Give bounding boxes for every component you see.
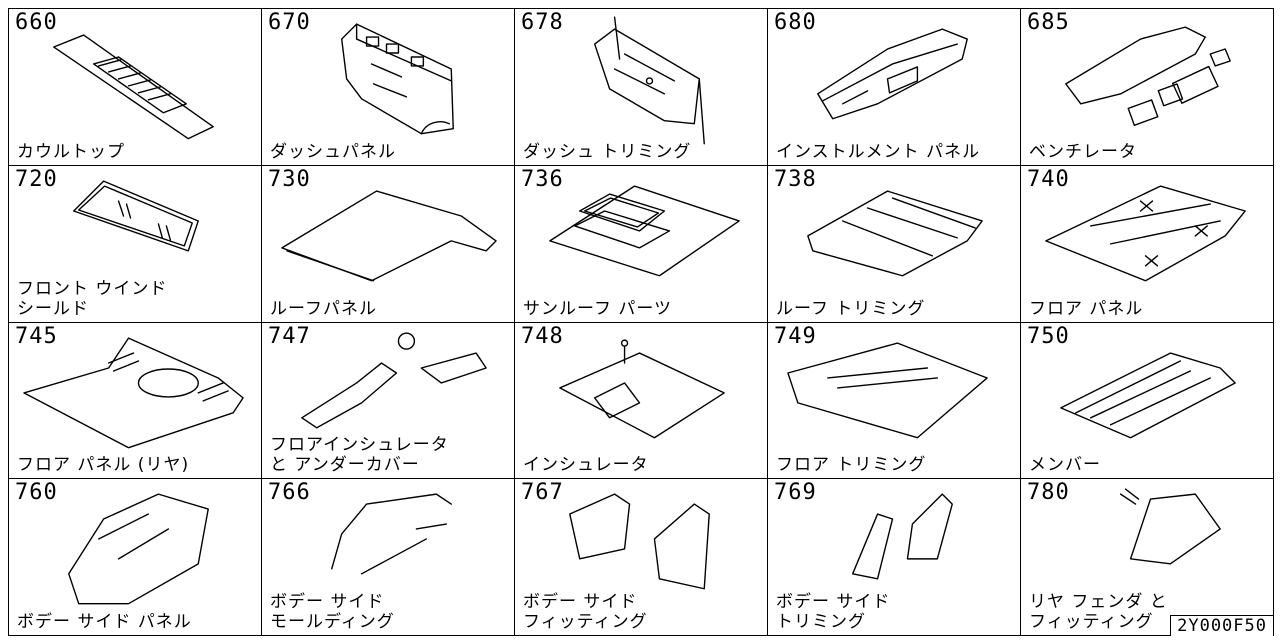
floor-trimming-illustration [787, 341, 988, 438]
part-number: 766 [268, 480, 311, 506]
instrument-panel-illustration [817, 28, 968, 120]
body-side-trimming-illustration [851, 493, 953, 580]
part-number: 780 [1027, 480, 1070, 506]
roof-panel-illustration [281, 190, 497, 282]
part-number: 720 [15, 166, 58, 192]
part-cell-748[interactable]: 748 インシュレータ [515, 322, 768, 480]
part-number: 670 [268, 10, 311, 35]
part-cell-760[interactable]: 760 ボデー サイド パネル [9, 479, 262, 636]
part-number: 678 [521, 10, 564, 35]
part-number: 748 [521, 323, 564, 349]
part-number: 747 [268, 323, 311, 349]
part-number: 749 [774, 323, 817, 349]
body-side-molding-illustration [331, 493, 452, 575]
part-label: インストルメント パネル [776, 141, 981, 162]
floor-panel-illustration [1045, 185, 1246, 282]
part-number: 730 [268, 166, 311, 192]
body-side-panel-illustration [68, 493, 209, 605]
part-label: ボデー サイド パネル [17, 612, 192, 632]
part-number: 660 [15, 10, 58, 35]
part-label: カウルトップ [17, 141, 125, 162]
rear-fender-illustration [1119, 488, 1221, 565]
part-cell-670[interactable]: 670 ダッシュパネル [262, 9, 515, 166]
part-label: ルーフパネル [270, 298, 377, 319]
diagram-code: 2Y000F50 [1170, 615, 1274, 636]
part-cell-780[interactable]: 780 リヤ フェンダ と フィッティング [1021, 479, 1274, 636]
part-number: 685 [1027, 10, 1070, 35]
body-side-fitting-illustration [569, 493, 710, 590]
part-label: インシュレータ [523, 455, 649, 476]
part-number: 745 [15, 323, 58, 349]
dash-panel-illustration [340, 23, 454, 135]
part-label: フロア トリミング [776, 455, 927, 476]
dash-trimming-illustration [593, 16, 705, 145]
ventilator-illustration [1065, 26, 1231, 126]
part-cell-730[interactable]: 730 ルーフパネル [262, 165, 515, 323]
rear-floor-panel-illustration [23, 336, 244, 448]
part-cell-720[interactable]: 720 フロント ウインド シールド [9, 165, 262, 323]
part-number: 736 [521, 166, 564, 192]
part-label: フロア パネル [1029, 298, 1144, 319]
member-illustration [1060, 351, 1236, 438]
part-label: ダッシュパネル [270, 141, 396, 162]
part-label: ベンチレータ [1029, 141, 1137, 162]
part-label: ボデー サイド トリミング [776, 592, 891, 632]
part-number: 750 [1027, 323, 1070, 349]
part-cell-740[interactable]: 740 フロア パネル [1021, 165, 1274, 323]
windshield-illustration [73, 180, 199, 252]
part-cell-738[interactable]: 738 ルーフ トリミング [768, 165, 1021, 323]
part-label: フロア パネル (リヤ) [17, 455, 190, 476]
part-cell-685[interactable]: 685 ベンチレータ [1021, 9, 1274, 166]
cowl-top-illustration [53, 34, 214, 140]
part-number: 760 [15, 480, 58, 506]
part-cell-660[interactable]: 660 カウルトップ [9, 9, 262, 166]
part-label: ボデー サイド フィッティング [523, 592, 648, 632]
part-label: メンバー [1029, 455, 1101, 476]
part-cell-749[interactable]: 749 フロア トリミング [768, 322, 1021, 480]
sunroof-parts-illustration [549, 185, 740, 277]
part-number: 680 [774, 10, 817, 35]
part-label: ルーフ トリミング [776, 298, 926, 319]
insulator-illustration [559, 338, 725, 438]
part-cell-750[interactable]: 750 メンバー [1021, 322, 1274, 480]
part-cell-678[interactable]: 678 ダッシュ トリミング [515, 9, 768, 166]
parts-index-grid: 660 カウルトップ 670 ダッシュパネル 678 ダッシュ トリミング [8, 8, 1274, 636]
part-cell-766[interactable]: 766 ボデー サイド モールディング [262, 479, 515, 636]
part-number: 740 [1027, 166, 1070, 192]
part-label: フロアインシュレータ と アンダーカバー [270, 435, 449, 476]
part-label: リヤ フェンダ と フィッティング [1029, 592, 1168, 632]
part-label: ダッシュ トリミング [523, 141, 692, 162]
part-cell-769[interactable]: 769 ボデー サイド トリミング [768, 479, 1021, 636]
part-cell-747[interactable]: 747 フロアインシュレータ と アンダーカバー [262, 322, 515, 480]
part-number: 769 [774, 480, 817, 506]
floor-insulator-illustration [301, 331, 487, 428]
roof-trimming-illustration [807, 190, 983, 277]
part-label: サンルーフ パーツ [523, 298, 673, 319]
part-cell-767[interactable]: 767 ボデー サイド フィッティング [515, 479, 768, 636]
part-label: フロント ウインド シールド [17, 278, 168, 319]
part-number: 738 [774, 166, 817, 192]
part-number: 767 [521, 480, 564, 506]
part-cell-680[interactable]: 680 インストルメント パネル [768, 9, 1021, 166]
part-label: ボデー サイド モールディング [270, 592, 395, 632]
part-cell-745[interactable]: 745 フロア パネル (リヤ) [9, 322, 262, 480]
part-cell-736[interactable]: 736 サンルーフ パーツ [515, 165, 768, 323]
